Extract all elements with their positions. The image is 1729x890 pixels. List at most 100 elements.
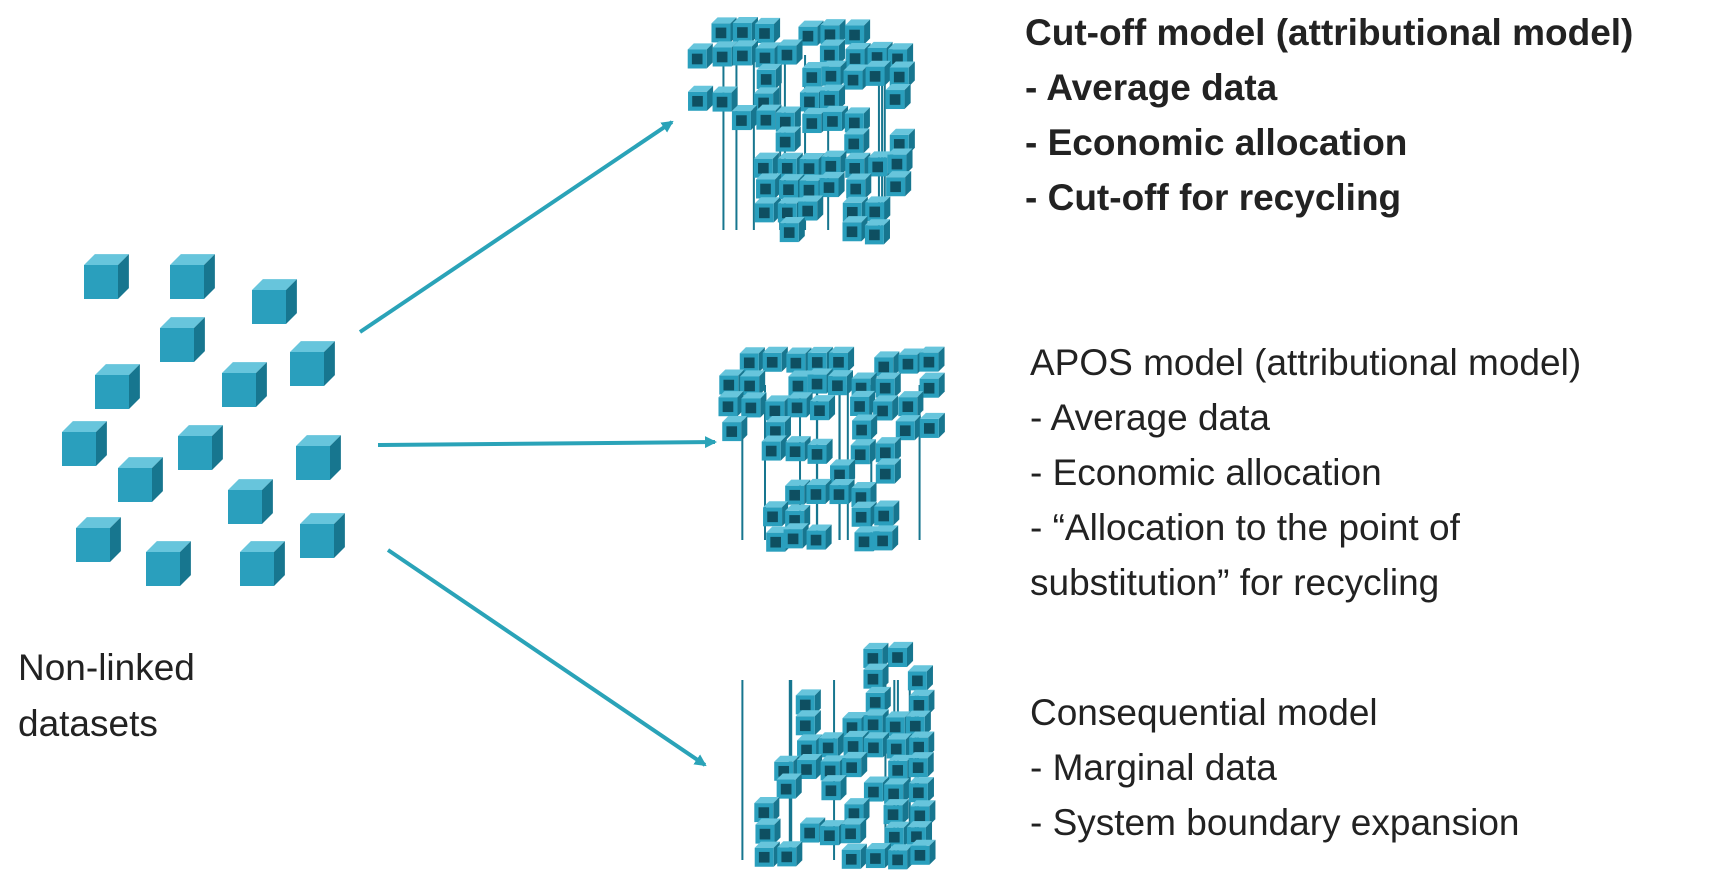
non-linked-datasets-cubes: [62, 254, 345, 586]
linked-cube-33: [910, 800, 936, 826]
linked-cube-28: [731, 104, 758, 131]
linked-cube-42: [841, 843, 867, 869]
non-linked-datasets-label: Non-linked datasets: [18, 640, 195, 752]
linked-cube-21: [809, 395, 836, 421]
linked-cube-4: [907, 665, 933, 691]
linked-cube-37: [841, 818, 867, 844]
linked-cube-22: [850, 390, 876, 416]
linked-cube-27: [852, 414, 878, 440]
linked-cube-52: [798, 195, 824, 221]
linked-cube-41: [763, 501, 789, 527]
linked-cube-16: [756, 63, 782, 89]
apos-model-structure: [718, 346, 945, 552]
consequential-model-structure: [741, 641, 936, 870]
linked-cube-55: [779, 217, 805, 243]
arrow-to-apos: [377, 436, 717, 449]
linked-cube-16: [863, 732, 890, 758]
dataset-cube-15: [146, 541, 191, 586]
linked-cube-8: [795, 710, 821, 736]
linked-cube-33: [850, 439, 876, 465]
linked-cube-6: [845, 19, 871, 45]
linked-cube-2: [762, 346, 788, 372]
linked-cube-6: [874, 351, 900, 377]
linked-cube-37: [753, 152, 779, 178]
linked-cube-18: [909, 731, 935, 757]
linked-cube-49: [886, 171, 912, 197]
linked-cube-21: [889, 61, 915, 87]
linked-cube-18: [821, 60, 847, 86]
dataset-cube-13: [76, 517, 121, 562]
dataset-cube-10: [296, 435, 341, 480]
linked-cube-8: [919, 346, 945, 372]
dataset-cube-11: [118, 457, 163, 502]
linked-cube-45: [910, 839, 936, 865]
arrows: [358, 120, 717, 767]
linked-cube-49: [873, 525, 899, 551]
linked-cube-39: [829, 478, 855, 505]
linked-cube-36: [875, 458, 901, 484]
linked-cube-44: [756, 173, 782, 199]
linked-cube-6: [865, 686, 891, 712]
cutoff-model-structure: [687, 16, 915, 245]
source-label-line-1: Non-linked: [18, 647, 195, 688]
linked-cube-10: [740, 370, 766, 396]
linked-cube-38: [806, 478, 832, 504]
linked-cube-11: [885, 711, 911, 737]
linked-cube-23: [873, 395, 899, 421]
linked-cube-13: [845, 43, 871, 69]
dataset-cube-4: [160, 317, 205, 362]
linked-cube-25: [776, 773, 802, 799]
linked-cube-44: [874, 500, 900, 526]
linked-cube-24: [898, 391, 924, 417]
linked-cube-2: [887, 641, 914, 668]
linked-cube-31: [785, 436, 811, 462]
linked-cube-38: [777, 152, 803, 178]
dataset-cube-14: [300, 513, 345, 558]
linked-cube-26: [819, 84, 846, 110]
linked-cube-3: [863, 663, 889, 689]
cutoff-item-2: - Economic allocation: [1025, 122, 1408, 163]
linked-cube-5: [829, 346, 855, 372]
linked-cube-34: [875, 437, 901, 463]
linked-cube-5: [820, 19, 846, 45]
linked-cube-56: [842, 216, 868, 242]
cutoff-model-description: Cut-off model (attributional model) - Av…: [1025, 5, 1633, 225]
linked-cube-19: [843, 64, 869, 90]
linked-cube-20: [797, 753, 823, 780]
linked-cube-38: [884, 821, 910, 847]
linked-cube-5: [795, 689, 821, 715]
linked-cube-35: [844, 128, 870, 154]
linked-cube-50: [754, 197, 780, 223]
linked-cube-15: [875, 372, 901, 398]
dataset-cube-3: [252, 279, 297, 324]
cutoff-item-1: - Average data: [1025, 67, 1278, 108]
linked-cube-13: [827, 370, 853, 396]
linked-cube-26: [821, 775, 847, 801]
apos-item-3: - “Allocation to the point of: [1030, 507, 1460, 548]
arrow-to-consequential: [386, 548, 707, 767]
linked-cube-41: [777, 841, 803, 867]
dataset-cube-16: [240, 541, 285, 586]
apos-item-2: - Economic allocation: [1030, 452, 1382, 493]
dataset-cube-2: [170, 254, 215, 299]
apos-item-4: substitution” for recycling: [1030, 562, 1440, 603]
linked-cube-48: [846, 173, 872, 199]
linked-cube-17: [718, 391, 744, 417]
linked-cube-40: [754, 841, 780, 867]
consequential-model-description: Consequential model - Marginal data - Sy…: [1030, 685, 1520, 850]
dataset-cube-12: [228, 479, 273, 524]
linked-cube-30: [754, 797, 780, 823]
linked-cube-24: [908, 752, 934, 778]
linked-cube-17: [886, 733, 912, 759]
consequential-model-title: Consequential model: [1030, 692, 1378, 733]
dataset-cube-5: [290, 341, 335, 386]
dataset-cube-6: [95, 364, 140, 409]
linked-cube-28: [895, 415, 921, 441]
linked-cube-14: [818, 732, 844, 758]
linked-cube-54: [865, 196, 891, 222]
linked-cube-10: [755, 42, 781, 68]
linked-cube-46: [783, 523, 809, 549]
linked-cube-32: [807, 438, 833, 464]
linked-cube-12: [905, 710, 931, 736]
